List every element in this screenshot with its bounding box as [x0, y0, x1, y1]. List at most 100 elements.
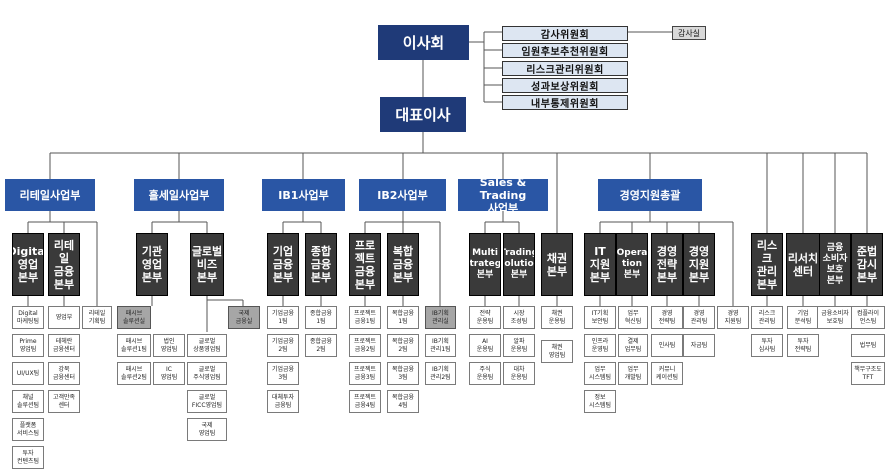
division-sales-trading: Sales & Trading 사업부 — [458, 179, 548, 211]
team-management-strategy: 경영 전략팀 — [651, 306, 683, 329]
team-strategy-trading: 전략 운용팀 — [469, 306, 501, 329]
dept-retail-finance: 리테일 금융 본부 — [48, 233, 80, 296]
team-hr: 인사팀 — [651, 334, 683, 357]
audit-committee-box: 감사위원회 — [502, 26, 628, 41]
team-communication: 커뮤니 케이션팀 — [651, 362, 683, 385]
board-box: 이사회 — [378, 25, 469, 60]
division-management-support: 경영지원총괄 — [598, 179, 702, 211]
division-retail: 리테일사업부 — [5, 179, 95, 211]
division-ib1: IB1사업부 — [262, 179, 345, 211]
team-gangbuk-center: 강북 금융센터 — [48, 362, 80, 385]
team-risk-management: 리스크 관리팀 — [751, 306, 783, 329]
dept-digital-biz: Digital 영업 본부 — [12, 233, 44, 296]
team-integrated-fin-1: 종합금융 1팀 — [305, 306, 337, 329]
team-equity-trading: 주식 운용팀 — [469, 362, 501, 385]
team-it-planning-security: IT기획 보안팀 — [584, 306, 616, 329]
team-platform-service: 플랫폼 서비스팀 — [12, 418, 44, 441]
team-infra-operation: 인프라 운영팀 — [584, 334, 616, 357]
team-uiux: UI/UX팀 — [12, 362, 44, 385]
team-ic-sales: IC 영업팀 — [153, 362, 185, 385]
team-bond-trading: 채권 운용팀 — [541, 306, 573, 329]
team-business-system: 업무 시스템팀 — [584, 362, 616, 385]
team-passive-solution-office: 패시브 솔루션실 — [117, 306, 151, 329]
team-channel-solution: 채널 솔루션팀 — [12, 390, 44, 413]
team-investment-review: 투자 심사팀 — [751, 334, 783, 357]
team-complex-fin-1: 복합금융 1팀 — [387, 306, 419, 329]
team-corp-fin-1: 기업금융 1팀 — [267, 306, 299, 329]
team-global-equity-sales: 글로벌 주식영업팀 — [187, 362, 227, 385]
team-bond-sales: 채권 영업팀 — [541, 340, 573, 363]
team-ib-planning-office: IB기획 관리실 — [425, 306, 456, 329]
dept-consumer-protection: 금융 소비자 보호 본부 — [819, 233, 851, 296]
team-passive-solution-2: 패시브 솔루션2팀 — [117, 362, 151, 385]
team-info-system: 정보 시스템팀 — [584, 390, 616, 413]
team-international-sales: 국제 영업팀 — [187, 418, 227, 441]
team-passive-solution-1: 패시브 솔루션1팀 — [117, 334, 151, 357]
team-complex-fin-4: 복합금융 4팀 — [387, 390, 419, 413]
team-market-making: 시장 조성팀 — [503, 306, 535, 329]
team-teheran-center: 테헤란 금융센터 — [48, 334, 80, 357]
team-global-product-sales: 글로벌 상품영업팀 — [187, 334, 227, 357]
team-alt-investment: 대체투자 금융팀 — [267, 390, 299, 413]
team-lending-trading: 대차 운용팀 — [503, 362, 535, 385]
dept-it-support: IT 지원 본부 — [584, 233, 616, 296]
team-ib-planning-2: IB기획 관리2팀 — [425, 362, 456, 385]
compensation-committee-box: 성과보상위원회 — [502, 78, 628, 93]
dept-management-support: 경영 지원 본부 — [683, 233, 715, 296]
division-wholesale: 홀세일사업부 — [134, 179, 224, 211]
team-business-development: 업무 개발팀 — [618, 362, 648, 385]
dept-multi-strategy: Multi Strategy 본부 — [469, 233, 501, 296]
nomination-committee-box: 임원후보추천위원회 — [502, 43, 628, 58]
team-project-fin-2: 프로젝트 금융2팀 — [349, 334, 381, 357]
team-integrated-fin-2: 종합금융 2팀 — [305, 334, 337, 357]
team-complex-fin-3: 복합금융 3팀 — [387, 362, 419, 385]
team-retail-planning: 리테일 기획팀 — [82, 306, 112, 329]
team-compliance: 컴플라이 언스팀 — [851, 306, 885, 329]
team-digital-marketing: Digital 마케팅팀 — [12, 306, 44, 329]
dept-bond: 채권 본부 — [541, 233, 573, 296]
dept-trading-solution: Trading Solution 본부 — [503, 233, 535, 296]
dept-global-biz: 글로벌 비즈 본부 — [190, 233, 224, 296]
team-ai-trading: AI 운용팀 — [469, 334, 501, 357]
ceo-box: 대표이사 — [380, 97, 466, 132]
team-management-support: 경영 지원팀 — [717, 306, 749, 329]
dept-compliance: 준법 감시 본부 — [851, 233, 883, 296]
team-legal: 법무팀 — [851, 334, 885, 357]
team-corp-fin-2: 기업금융 2팀 — [267, 334, 299, 357]
team-settlement: 결제 업무팀 — [618, 334, 648, 357]
dept-project-finance: 프로 젝트 금융 본부 — [349, 233, 381, 296]
team-corp-fin-3: 기업금융 3팀 — [267, 362, 299, 385]
team-customer-satisfaction: 고객만족 센터 — [48, 390, 80, 413]
audit-office-box: 감사실 — [672, 26, 706, 40]
team-business-innovation: 업무 혁신팀 — [618, 306, 648, 329]
team-investment-strategy: 투자 전략팀 — [787, 334, 819, 357]
team-international-finance-office: 국제 금융실 — [228, 306, 260, 329]
team-project-fin-4: 프로젝트 금융4팀 — [349, 390, 381, 413]
team-company-analysis: 기업 분석팀 — [787, 306, 819, 329]
team-ib-planning-1: IB기획 관리1팀 — [425, 334, 456, 357]
dept-institution: 기관 영업 본부 — [136, 233, 168, 296]
team-project-fin-3: 프로젝트 금융3팀 — [349, 362, 381, 385]
team-complex-fin-2: 복합금융 2팀 — [387, 334, 419, 357]
team-global-ficc-sales: 글로벌 FICC영업팀 — [187, 390, 227, 413]
dept-integrated-finance: 종합 금융 본부 — [305, 233, 337, 296]
team-treasury: 자금팀 — [683, 334, 715, 357]
team-alpha-trading: 알파 운용팀 — [503, 334, 535, 357]
team-prime-sales: Prime 영업팀 — [12, 334, 44, 357]
dept-strategy: 경영 전략 본부 — [651, 233, 683, 296]
internal-control-committee-box: 내부통제위원회 — [502, 95, 628, 110]
team-management-admin: 경영 관리팀 — [683, 306, 715, 329]
team-project-fin-1: 프로젝트 금융1팀 — [349, 306, 381, 329]
team-consumer-protection: 금융소비자 보호팀 — [817, 306, 853, 329]
dept-risk-management: 리스크 관리 본부 — [751, 233, 783, 296]
dept-complex-finance: 복합 금융 본부 — [387, 233, 419, 296]
team-corporate-sales: 법인 영업팀 — [153, 334, 185, 357]
dept-operation: Opera tion 본부 — [616, 233, 648, 296]
risk-committee-box: 리스크관리위원회 — [502, 61, 628, 76]
team-investment-content: 투자 컨텐츠팀 — [12, 446, 44, 469]
team-accountability-tft: 책무구조도 TFT — [851, 362, 885, 385]
dept-research-center: 리서치 센터 — [786, 233, 820, 296]
division-ib2: IB2사업부 — [359, 179, 446, 211]
